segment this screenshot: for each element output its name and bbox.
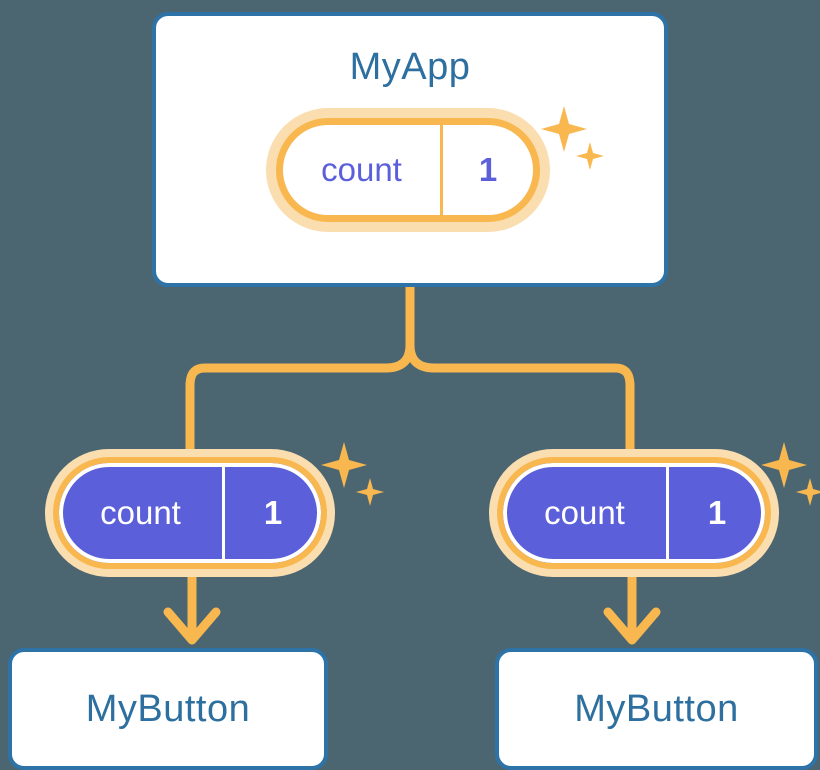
state-value-child-1: 1 — [707, 494, 727, 531]
branch-connector-left — [185, 282, 415, 457]
state-value-root: 1 — [478, 151, 498, 188]
state-key-child-1: count — [503, 463, 669, 563]
state-pill-root[interactable]: count 1 — [276, 118, 540, 222]
component-title-mybutton-0: MyButton — [85, 687, 251, 730]
state-pill-child-1[interactable]: count 1 — [497, 457, 771, 569]
component-title-myapp: MyApp — [349, 46, 471, 88]
component-card-mybutton-0[interactable]: MyButton — [8, 648, 328, 770]
state-key-root: count — [283, 125, 443, 215]
component-card-mybutton-1[interactable]: MyButton — [495, 648, 818, 770]
sparkle-small-icon — [796, 478, 820, 506]
state-value-child-0: 1 — [263, 494, 283, 531]
sparkle-small-icon — [356, 478, 384, 506]
arrow-down-icon-right — [603, 607, 661, 645]
arrow-down-icon-left — [163, 607, 221, 645]
component-title-mybutton-1: MyButton — [574, 687, 739, 730]
state-pill-child-0[interactable]: count 1 — [53, 457, 327, 569]
sparkle-icon — [321, 442, 367, 488]
state-key-child-0: count — [59, 463, 225, 563]
branch-connector-right — [405, 282, 635, 457]
